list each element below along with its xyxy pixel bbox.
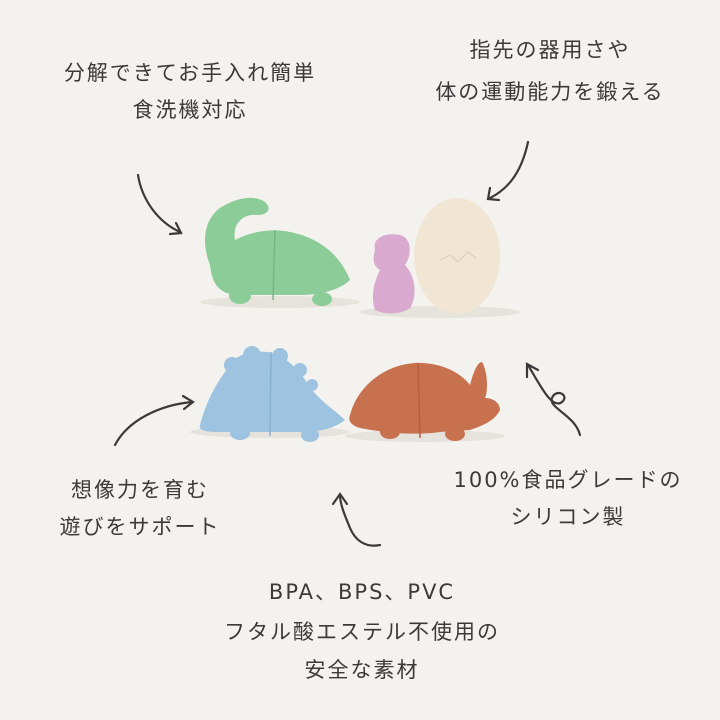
caption-top-left: 分解できてお手入れ簡単 食洗機対応 <box>63 61 317 122</box>
blue-dino-toy <box>199 346 345 442</box>
arrow-top-left-icon <box>136 173 183 236</box>
arrow-bottom-left-icon <box>113 394 195 447</box>
green-dino-toy <box>205 197 350 306</box>
caption-bottom-center: BPA、BPS、PVC フタル酸エステル不使用の 安全な素材 <box>224 580 500 682</box>
arrow-bottom-center-icon <box>331 492 382 547</box>
pink-dino-toy <box>372 234 415 314</box>
orange-dino-toy <box>349 362 500 441</box>
arrow-bottom-right-icon <box>525 362 582 437</box>
caption-bottom-left: 想像力を育む 遊びをサポート <box>59 478 221 539</box>
egg-toy <box>414 198 500 314</box>
caption-bottom-right: 100%食品グレードの シリコン製 <box>453 468 683 529</box>
arrow-top-right-icon <box>486 140 530 202</box>
caption-top-right: 指先の器用さや 体の運動能力を鍛える <box>435 38 665 104</box>
